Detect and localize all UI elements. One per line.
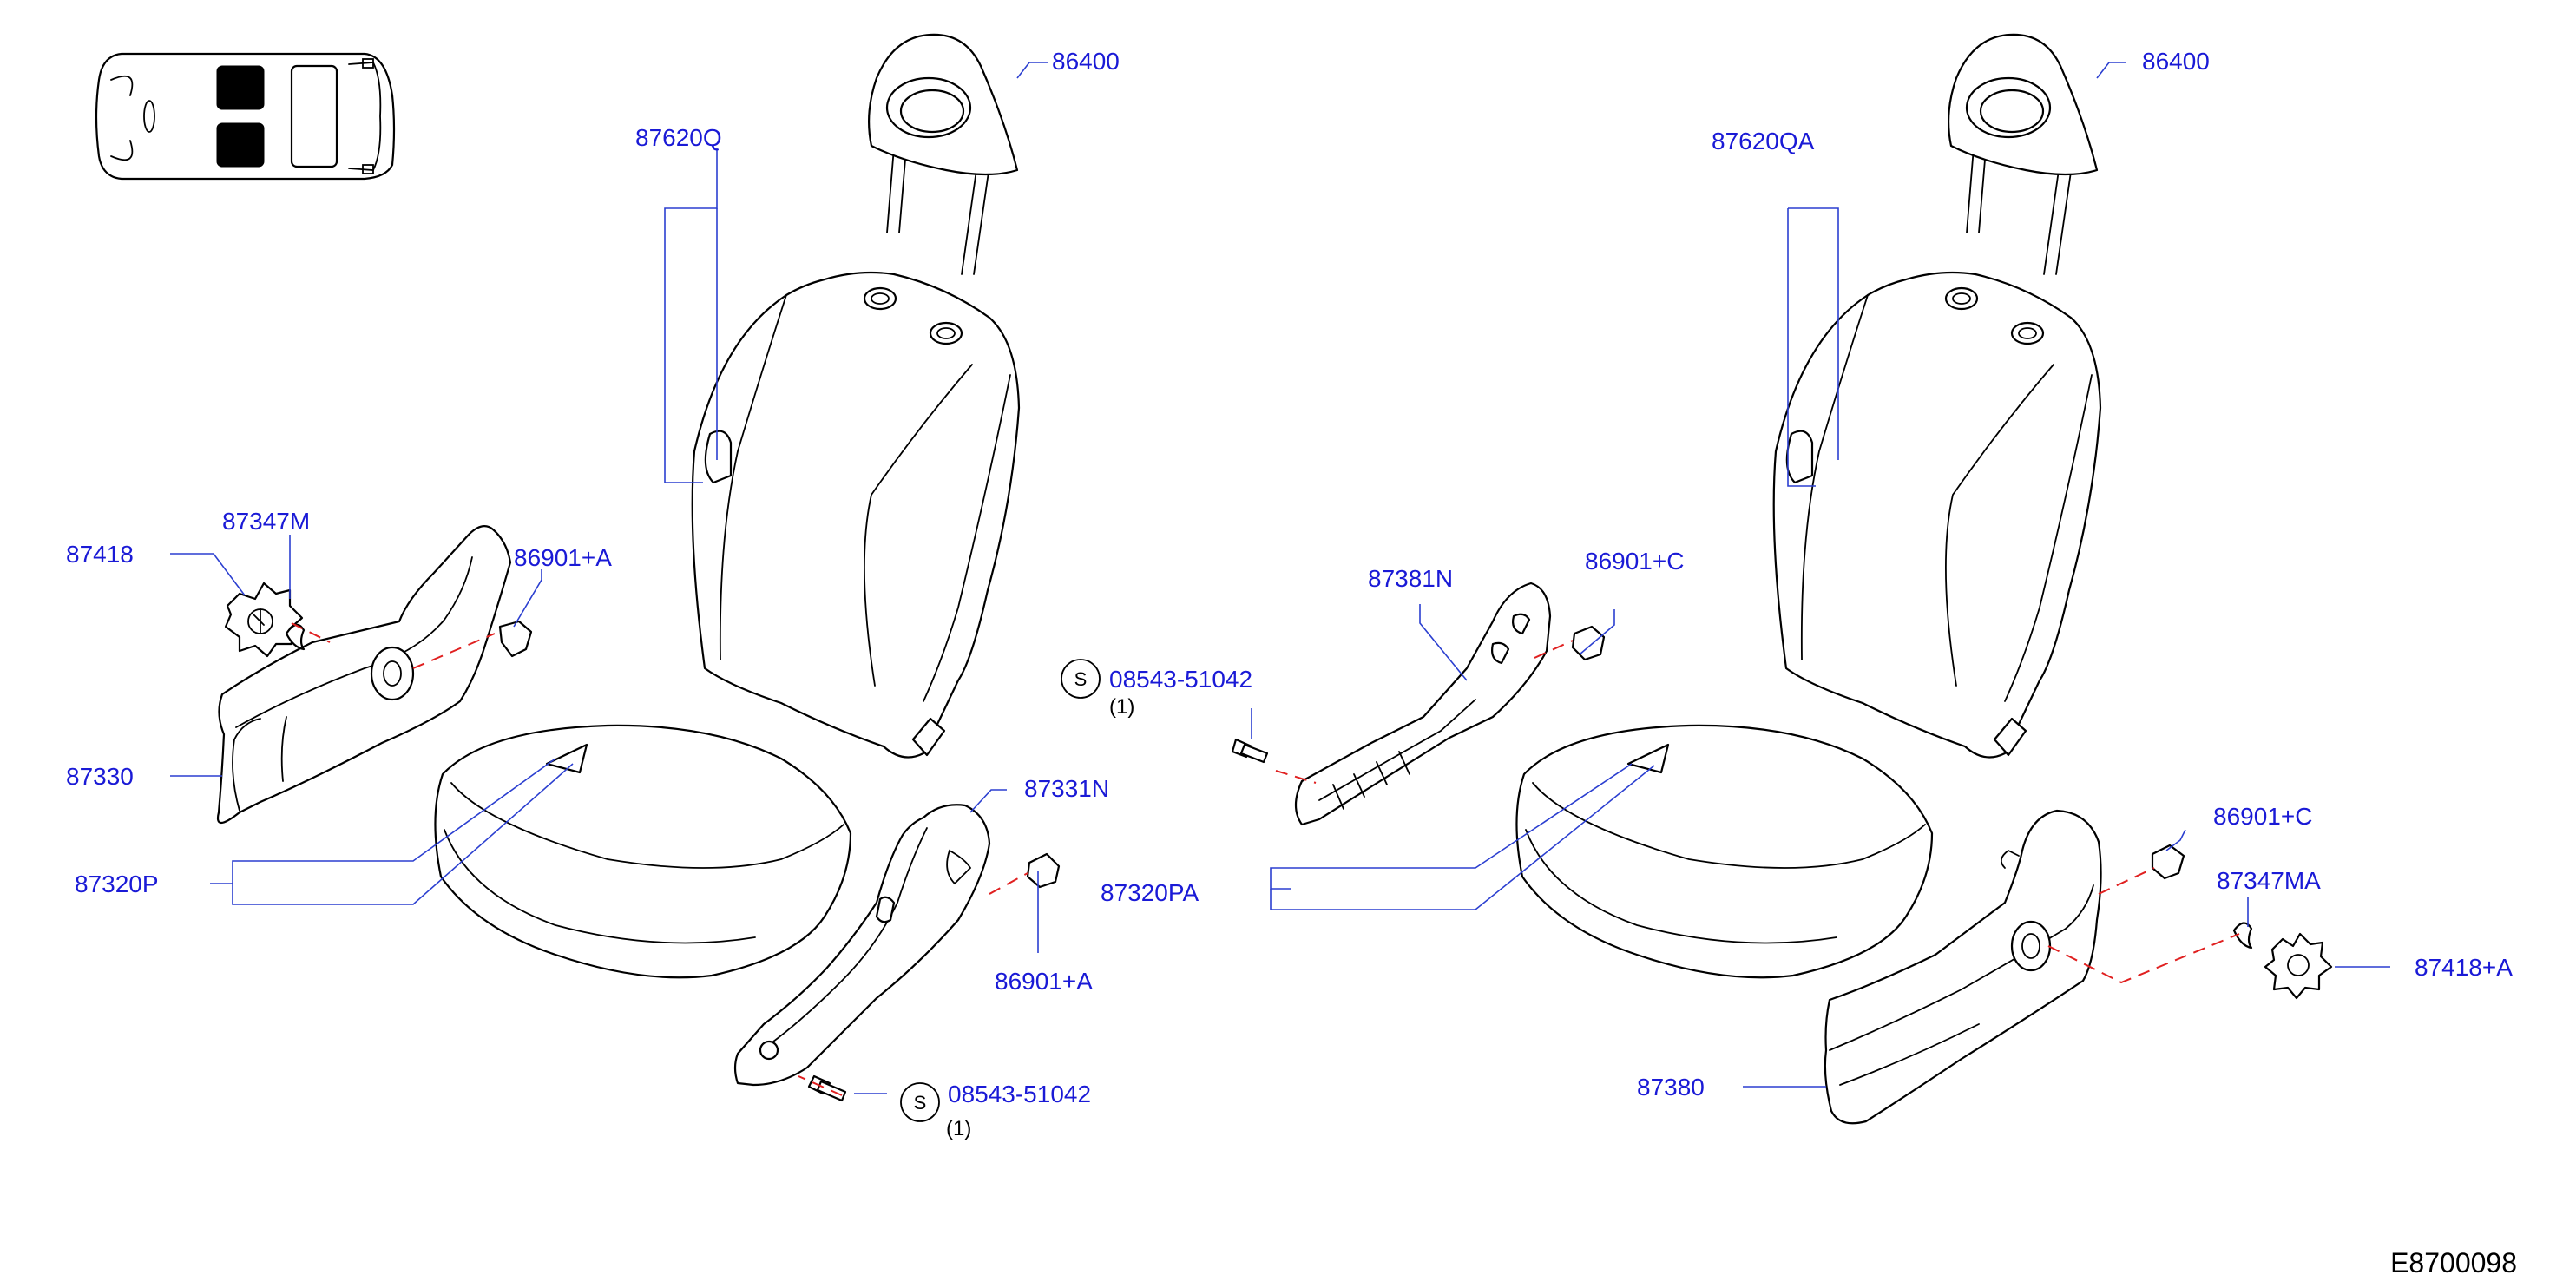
right-knob-clip bbox=[2232, 922, 2253, 950]
left-outer-seat-finisher bbox=[216, 525, 512, 825]
label-86901a-top: 86901+A bbox=[514, 544, 612, 571]
dashed-lines bbox=[291, 622, 2240, 1096]
label-87320pa: 87320PA bbox=[1101, 879, 1199, 906]
label-87381n: 87381N bbox=[1368, 565, 1453, 592]
label-87418a: 87418+A bbox=[2415, 954, 2513, 981]
std-symbol-left: S bbox=[900, 1082, 940, 1122]
right-headrest bbox=[1948, 33, 2099, 275]
label-bolt-left: 08543-51042 bbox=[948, 1081, 1091, 1107]
part-labels: 86400 87620Q 87418 87347M 86901+A 87330 … bbox=[66, 48, 2513, 1107]
left-seatback bbox=[691, 271, 1021, 759]
right-recliner-knob bbox=[2264, 932, 2333, 1000]
label-86901c-top: 86901+C bbox=[1585, 548, 1684, 575]
label-87330: 87330 bbox=[66, 763, 134, 790]
center-seat-finisher bbox=[1294, 582, 1552, 826]
label-87620q: 87620Q bbox=[635, 124, 722, 151]
left-clip-lower bbox=[1026, 852, 1061, 889]
left-clip-upper bbox=[498, 620, 533, 658]
right-seatback bbox=[1772, 271, 2102, 759]
center-bolt bbox=[1231, 738, 1269, 764]
svg-text:S: S bbox=[1074, 668, 1088, 690]
label-87347ma: 87347MA bbox=[2217, 867, 2321, 894]
center-clip bbox=[1571, 625, 1606, 661]
right-clip-upper bbox=[2151, 844, 2185, 880]
left-inner-seat-finisher bbox=[733, 804, 991, 1087]
right-outer-seat-finisher bbox=[1824, 809, 2102, 1125]
label-87380: 87380 bbox=[1637, 1074, 1705, 1101]
left-headrest bbox=[868, 33, 1019, 275]
left-bolt bbox=[807, 1074, 847, 1102]
label-87320p: 87320P bbox=[75, 871, 159, 897]
qty-bolt-center: (1) bbox=[1109, 695, 1134, 719]
qty-bolt-left: (1) bbox=[946, 1117, 971, 1140]
label-86901a-bottom: 86901+A bbox=[995, 968, 1093, 995]
vehicle-locator-icon bbox=[95, 52, 396, 181]
label-87347m: 87347M bbox=[222, 508, 310, 535]
label-86901c-bottom: 86901+C bbox=[2213, 803, 2312, 830]
label-87620qa: 87620QA bbox=[1712, 128, 1815, 154]
svg-text:S: S bbox=[914, 1092, 927, 1114]
left-recliner-knob bbox=[224, 582, 304, 658]
label-87418: 87418 bbox=[66, 541, 134, 568]
label-86400-left: 86400 bbox=[1052, 48, 1120, 75]
diagram-code: E8700098 bbox=[2390, 1247, 2517, 1278]
label-87331n: 87331N bbox=[1024, 775, 1109, 802]
leader-lines bbox=[170, 62, 2390, 1094]
std-symbol-center: S bbox=[1061, 659, 1101, 699]
right-seat-cushion bbox=[1515, 724, 1934, 979]
label-bolt-center: 08543-51042 bbox=[1109, 666, 1252, 693]
left-seat-cushion bbox=[434, 724, 852, 979]
label-86400-right: 86400 bbox=[2142, 48, 2210, 75]
